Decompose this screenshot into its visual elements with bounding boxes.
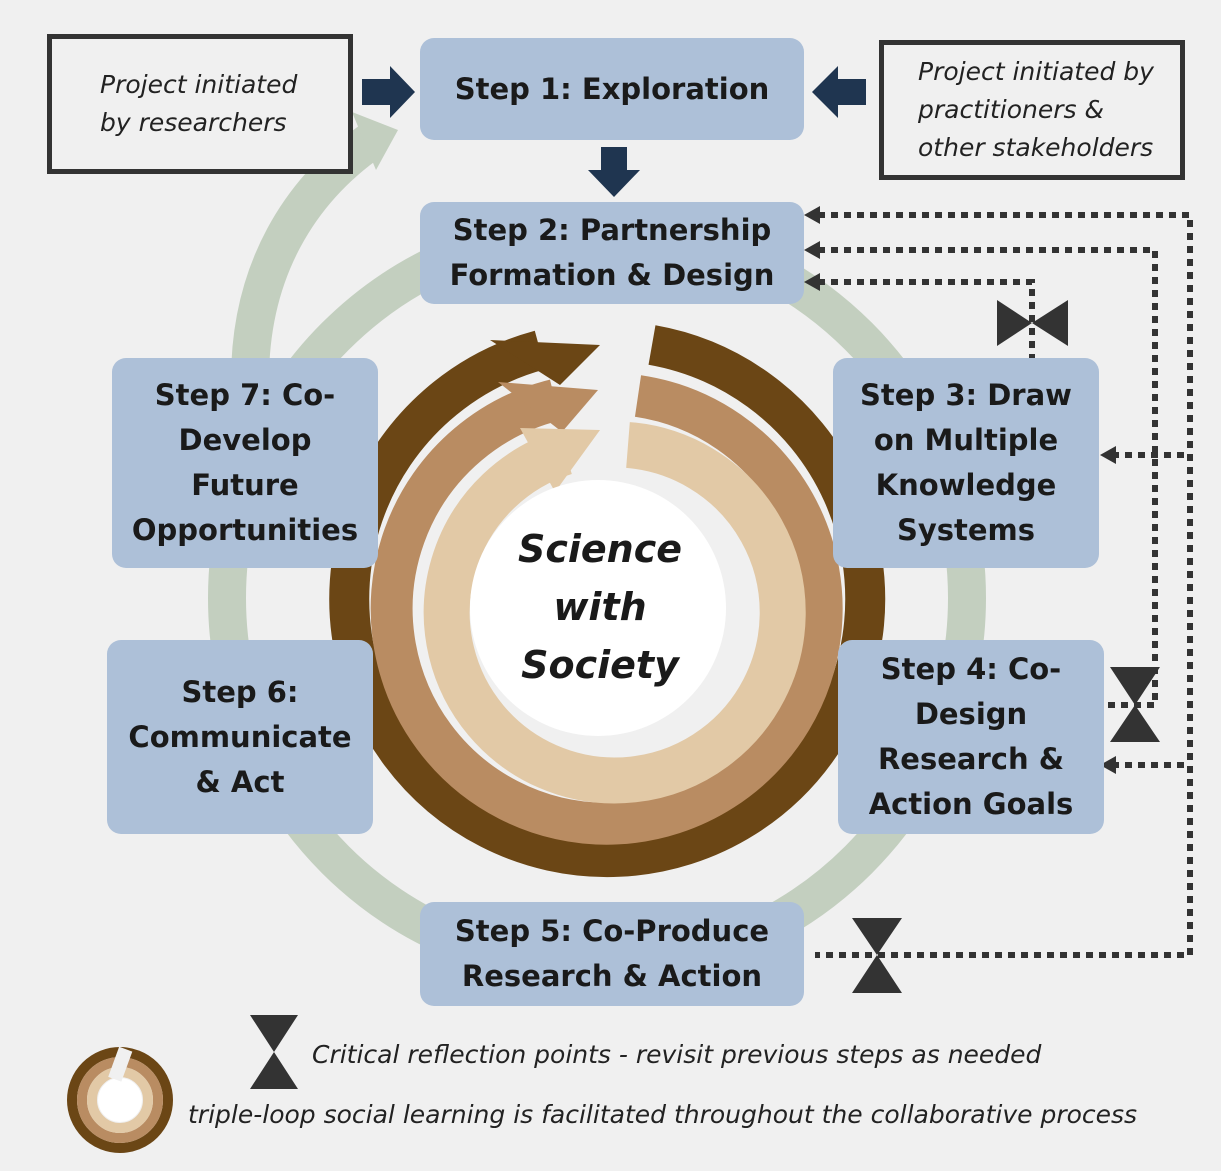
step-3-knowledge-systems: Step 3: Draw on Multiple Knowledge Syste… [833, 358, 1099, 568]
reflection-point-icon [1110, 667, 1160, 742]
cycle-return-arrow-head [352, 112, 398, 170]
arrow-left-icon [812, 66, 866, 118]
step-6-communicate: Step 6: Communicate & Act [107, 640, 373, 834]
initiator-practitioners-box: Project initiated by practitioners & oth… [879, 40, 1185, 180]
reflection-point-icon [997, 300, 1032, 346]
feedback-lines [815, 212, 1193, 958]
legend-reflection-text: Critical reflection points - revisit pre… [312, 1040, 1042, 1069]
step-5-co-produce: Step 5: Co-Produce Research & Action [420, 902, 804, 1006]
initiator-researchers-box: Project initiated by researchers [47, 34, 353, 174]
center-label: Science with Society [517, 527, 683, 687]
arrow-down-icon [588, 147, 640, 197]
legend-loop-text: triple-loop social learning is facilitat… [188, 1100, 1138, 1129]
feedback-arrowheads [804, 206, 1116, 774]
arrow-right-icon [362, 66, 415, 118]
step-1-exploration: Step 1: Exploration [420, 38, 804, 140]
step-2-partnership: Step 2: Partnership Formation & Design [420, 202, 804, 304]
legend-loop-icon [67, 1046, 173, 1153]
reflection-point-icon [1032, 300, 1068, 346]
reflection-point-icon [852, 918, 902, 993]
step-4-co-design: Step 4: Co- Design Research & Action Goa… [838, 640, 1104, 834]
legend-reflection-icon [250, 1015, 298, 1089]
step-7-future-opportunities: Step 7: Co- Develop Future Opportunities [112, 358, 378, 568]
